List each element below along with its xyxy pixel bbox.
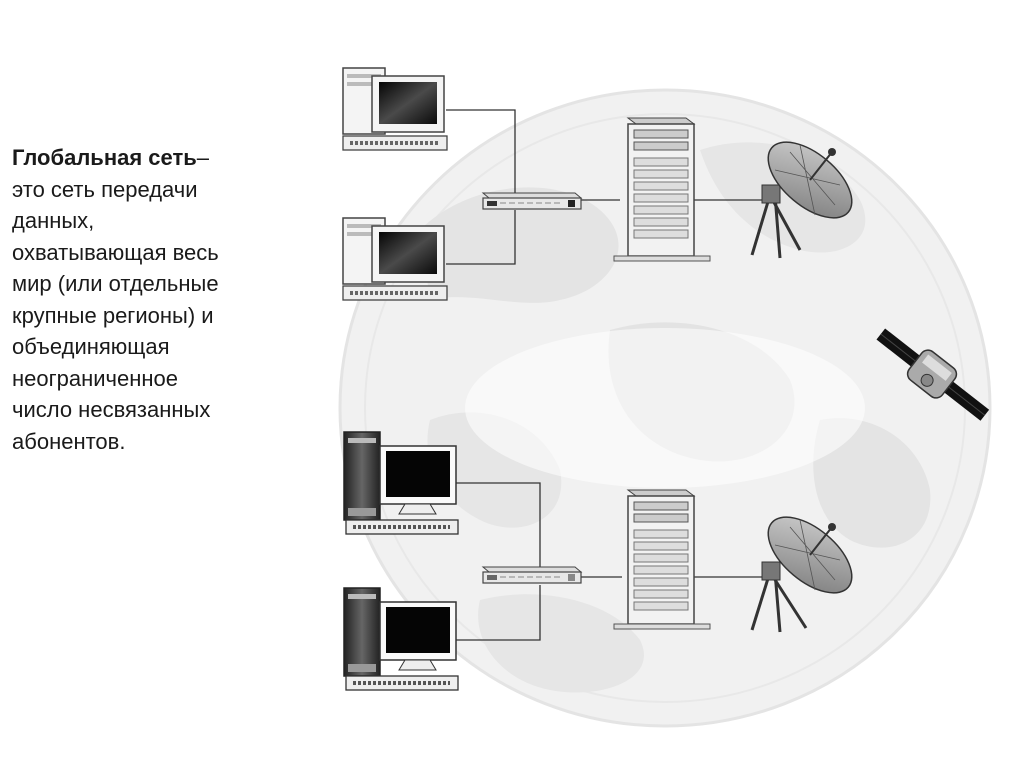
- satellite-icon: [876, 328, 990, 421]
- definition-line: данных,: [12, 208, 95, 233]
- definition-line: число несвязанных: [12, 397, 211, 422]
- definition-heading: Глобальная сеть–: [12, 142, 312, 174]
- definition-line: абонентов.: [12, 428, 126, 454]
- hub-icon: [481, 192, 583, 210]
- computer-icon: [343, 431, 459, 535]
- definition-term: Глобальная сеть: [12, 145, 197, 170]
- definition-line: неограниченное: [12, 365, 179, 391]
- connection-lines: [455, 482, 770, 641]
- server-icon: [613, 489, 711, 630]
- computer-icon: [343, 587, 459, 691]
- definition-text: Глобальная сеть– это сеть передачи данны…: [12, 142, 312, 457]
- definition-line: это сеть передачи: [12, 176, 198, 202]
- hub-icon: [481, 566, 583, 584]
- definition-line: объединяющая: [12, 334, 170, 359]
- connection-lines: [446, 109, 765, 265]
- lower-network: [343, 431, 853, 691]
- computer-icon: [342, 217, 448, 301]
- definition-line: крупные регионы) и: [12, 302, 214, 328]
- upper-network: [342, 67, 853, 301]
- server-icon: [613, 117, 711, 262]
- definition-dash: –: [196, 145, 210, 170]
- definition-line: мир (или отдельные: [12, 271, 219, 296]
- satellite-dish-icon: [750, 516, 853, 633]
- computer-icon: [342, 67, 448, 151]
- definition-line: охватывающая весь: [12, 239, 219, 265]
- satellite-dish-icon: [750, 141, 853, 259]
